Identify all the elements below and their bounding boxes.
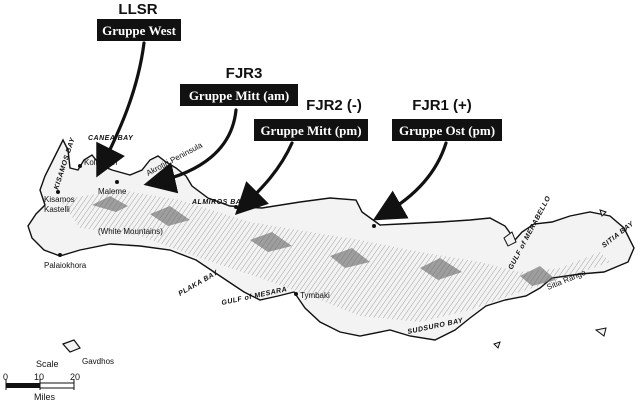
label-plaka-bay: PLAKA BAY (178, 269, 221, 298)
scale-title: Scale (36, 359, 59, 369)
force-label-llsr: LLSR Gruppe West (97, 1, 181, 41)
force-group-llsr: Gruppe West (102, 23, 176, 38)
assault-arrows (96, 41, 448, 221)
arrow-llsr (96, 41, 146, 178)
place-dot-maleme (115, 180, 119, 184)
crete-island (27, 138, 635, 341)
small-islands (61, 209, 607, 353)
force-group-fjr2: Gruppe Mitt (pm) (260, 123, 361, 138)
label-almiros-bay: ALMIROS BAY (191, 199, 247, 206)
force-label-fjr3: FJR3 Gruppe Mitt (am) (180, 65, 298, 106)
force-code-llsr: LLSR (118, 1, 157, 18)
place-dot-heraklion (372, 224, 376, 228)
force-code-fjr2: FJR2 (-) (306, 97, 362, 114)
label-canea-bay: CANEA BAY (88, 135, 134, 142)
scale-bar: Scale 0 10 20 Miles (3, 359, 80, 402)
label-gavdhos: Gavdhos (82, 357, 114, 366)
label-maleme: Maleme (98, 187, 127, 196)
force-box-fjr2 (254, 119, 368, 141)
scale-segment-2 (39, 382, 75, 389)
label-kastelli: Kastelli (44, 205, 70, 214)
arrow-fjr1 (372, 141, 448, 221)
place-dot-almiros (234, 205, 238, 209)
force-group-fjr1: Gruppe Ost (pm) (399, 123, 495, 138)
force-box-fjr1 (392, 119, 502, 141)
place-dot-palaiokhora (58, 253, 62, 257)
scale-tick-10: 10 (34, 372, 44, 382)
scale-tick-20: 20 (70, 372, 80, 382)
place-dot-kolimbari (78, 164, 82, 168)
scale-segment-1 (6, 383, 40, 388)
arrow-fjr2 (234, 141, 294, 216)
place-dot-tymbaki (294, 292, 298, 296)
force-box-fjr3 (180, 84, 298, 106)
label-palaiokhora: Palaiokhora (44, 261, 87, 270)
label-kisamos: Kisamos (44, 195, 75, 204)
force-code-fjr1: FJR1 (+) (412, 97, 472, 114)
arrow-fjr3 (143, 108, 238, 194)
place-dot-kisamos (56, 190, 60, 194)
scale-tick-0: 0 (3, 372, 8, 382)
force-label-fjr2: FJR2 (-) Gruppe Mitt (pm) (254, 97, 368, 141)
scale-unit: Miles (34, 392, 56, 402)
force-code-fjr3: FJR3 (226, 65, 263, 82)
force-label-fjr1: FJR1 (+) Gruppe Ost (pm) (392, 97, 502, 141)
force-group-fjr3: Gruppe Mitt (am) (189, 88, 289, 103)
force-box-llsr (97, 19, 181, 41)
label-white-mountains: (White Mountains) (98, 227, 163, 236)
label-tymbaki: Tymbaki (300, 291, 330, 300)
